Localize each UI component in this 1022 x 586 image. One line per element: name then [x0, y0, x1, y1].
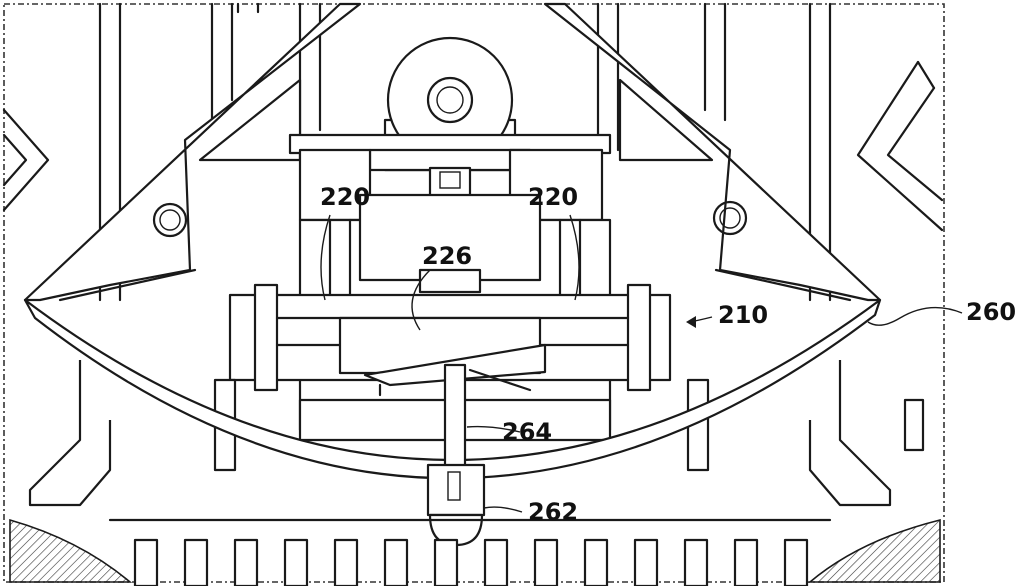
bottom-teeth [108, 518, 832, 586]
comb-tooth [533, 538, 559, 586]
comb-tooth [233, 538, 259, 586]
left-pivot-hole [152, 202, 188, 238]
comb-tooth [583, 538, 609, 586]
rod [443, 363, 467, 477]
right-collar [626, 283, 652, 392]
right-pivot-hole [712, 200, 748, 236]
curved-guide [23, 298, 882, 480]
comb-tooth [783, 538, 809, 586]
comb-tooth [633, 538, 659, 586]
label-220-left: 220 [320, 183, 370, 211]
reference-labels: 220 220 226 210 260 264 262 [320, 183, 1016, 526]
comb-tooth [283, 538, 309, 586]
label-226: 226 [422, 242, 472, 270]
upper-bracket [288, 133, 612, 222]
rod-and-tab [426, 363, 486, 547]
comb-tooth [733, 538, 759, 586]
label-220-right: 220 [528, 183, 578, 211]
label-264: 264 [502, 418, 552, 446]
tab [426, 463, 486, 517]
side-brackets [28, 360, 925, 507]
right-arm [543, 2, 882, 302]
comb-tooth [683, 538, 709, 586]
bottom-hatch [9, 518, 941, 583]
leader-lines [320, 214, 963, 513]
comb-tooth [183, 538, 209, 586]
comb-tooth [333, 538, 359, 586]
frame-border [3, 3, 945, 583]
comb-tooth [483, 538, 509, 586]
top-boss-hole [426, 76, 474, 124]
comb-tooth [433, 538, 459, 586]
left-arm [23, 2, 362, 302]
comb-tooth [133, 538, 159, 586]
label-210: 210 [718, 301, 768, 329]
background-structure [2, 2, 944, 302]
comb-tooth [383, 538, 409, 586]
label-260: 260 [966, 298, 1016, 326]
left-collar [253, 283, 279, 392]
label-262: 262 [528, 498, 578, 526]
